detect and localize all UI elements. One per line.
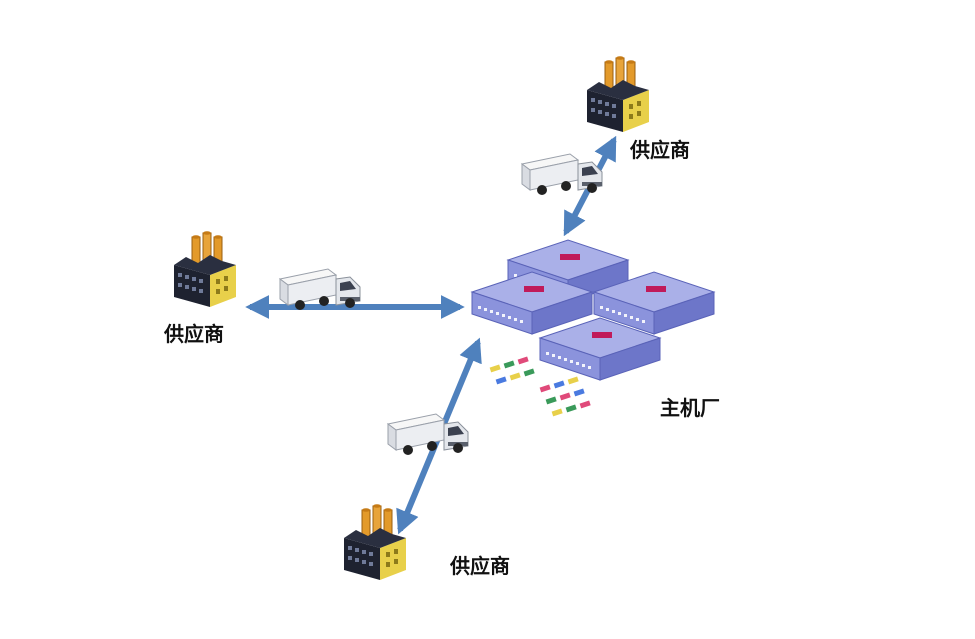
truck-icon-bottom [387, 413, 469, 456]
factory-icon-top [586, 55, 650, 133]
supplier-top-label: 供应商 [630, 138, 690, 162]
truck-icon-left [279, 268, 361, 311]
parked-cars [489, 356, 591, 417]
supplier-left-label: 供应商 [164, 322, 224, 346]
truck-icon-top [521, 153, 603, 196]
supplier-bottom-label: 供应商 [450, 554, 510, 578]
factory-icon-left [173, 230, 237, 308]
oem-plant-label: 主机厂 [660, 396, 720, 420]
factory-icon-bottom [343, 503, 407, 581]
